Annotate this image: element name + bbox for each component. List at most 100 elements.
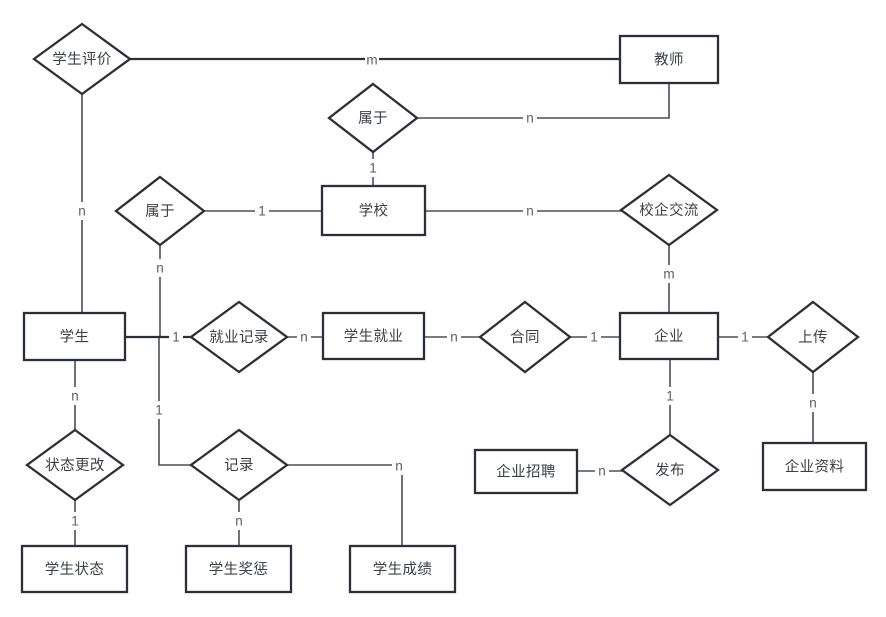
relationship-belong-teacher[interactable]: 属于 [327,82,419,154]
entity-box-student-score [348,544,457,594]
entity-school[interactable]: 学校 [320,184,427,237]
cardinality-bg-c-belongs-school [255,202,269,220]
cardinality-c-recruit-publish: n [595,462,609,480]
cardinality-bg-c-ent-upload [738,328,752,346]
cardinality-c-belongs-student: n [153,259,167,277]
edge-record-to-student-score [286,464,403,547]
cardinality-bg-c-comm-ent [662,265,676,283]
cardinality-bg-c-student-status [68,387,82,405]
entity-box-student-reward [184,544,293,594]
relationship-label-belong-teacher: 属于 [358,111,388,127]
entity-box-student-status [20,544,129,594]
relationship-school-ent-comm[interactable]: 校企交流 [619,173,719,247]
entity-label-student-reward: 学生奖惩 [209,561,269,578]
entity-box-school [320,184,427,237]
edge-belong-teacher-to-teacher [416,82,670,119]
relationship-label-status-change: 状态更改 [45,457,105,474]
entity-box-student-employ [321,311,426,361]
cardinality-c-student-emprec: 1 [169,328,183,346]
entity-student-reward[interactable]: 学生奖惩 [184,544,293,594]
cardinality-c-record-reward: n [232,512,246,530]
entity-enterprise-recruit[interactable]: 企业招聘 [473,448,579,495]
relationship-employ-record[interactable]: 就业记录 [189,300,289,374]
cardinality-c-comm-ent: m [662,265,676,283]
cardinality-c-status-sstatus: 1 [68,512,82,530]
cardinality-bg-c-semploy-contract [447,328,461,346]
cardinality-c-ent-publish: 1 [663,387,677,405]
cardinality-bg-c-student-emprec [169,328,183,346]
relationship-student-eval[interactable]: 学生评价 [32,22,132,96]
cardinality-c-belongt-teacher: n [523,109,537,127]
cardinality-c-student-status: n [68,387,82,405]
entity-enterprise[interactable]: 企业 [618,311,720,361]
entity-label-enterprise: 企业 [654,327,684,345]
entity-box-enterprise-data [761,441,868,492]
cardinality-c-record-score: n [392,457,406,475]
cardinality-bg-c-belongt-school [366,159,380,177]
cardinality-bg-c-emprec-semploy [297,328,311,346]
cardinality-label-c-semploy-contract: n [450,330,458,345]
cardinality-bg-c-belongt-teacher [523,109,537,127]
relationship-record[interactable]: 记录 [189,428,289,502]
relationship-label-record: 记录 [224,457,254,474]
cardinality-bg-c-upload-entdata [806,394,820,412]
relationship-label-student-eval: 学生评价 [52,51,112,68]
relationship-contract[interactable]: 合同 [478,300,572,374]
cardinality-c-eval-student: n [75,202,89,220]
cardinality-label-c-contract-ent: 1 [590,330,598,345]
cardinality-label-c-belongs-student: n [156,261,164,276]
entity-box-student [22,311,127,362]
cardinality-label-c-emprec-semploy: n [300,330,308,345]
relationship-label-contract: 合同 [510,329,540,346]
relationship-diamond-record [189,428,289,502]
cardinality-label-c-record-reward: n [235,514,243,529]
cardinality-bg-c-eval-teacher [365,51,379,69]
cardinality-bg-c-belongs-student [153,259,167,277]
relationship-upload[interactable]: 上传 [766,300,860,374]
entity-student-employ[interactable]: 学生就业 [321,311,426,361]
cardinality-bg-c-school-comm [523,202,537,220]
entity-student-status[interactable]: 学生状态 [20,544,129,594]
relationship-label-upload: 上传 [798,329,828,346]
relationship-diamond-school-ent-comm [619,173,719,247]
relationship-label-publish: 发布 [655,462,685,479]
relationship-status-change[interactable]: 状态更改 [25,428,125,502]
entity-label-enterprise-recruit: 企业招聘 [496,462,556,480]
relationship-diamond-publish [620,433,720,507]
relationship-diamond-student-eval [32,22,132,96]
cardinality-label-c-comm-ent: m [663,267,674,282]
cardinality-label-c-recruit-publish: n [598,464,606,479]
cardinality-label-c-student-status: n [71,389,79,404]
relationship-diamond-employ-record [189,300,289,374]
cardinality-c-student-record: 1 [152,401,166,419]
relationship-publish[interactable]: 发布 [620,433,720,507]
cardinality-c-belongs-school: 1 [255,202,269,220]
cardinality-c-semploy-contract: n [447,328,461,346]
cardinality-bg-c-status-sstatus [68,512,82,530]
entity-student[interactable]: 学生 [22,311,127,362]
edge-belong-school-to-record [158,336,192,466]
entity-label-student-employ: 学生就业 [344,328,404,345]
entity-label-enterprise-data: 企业资料 [785,457,845,475]
entity-label-student: 学生 [60,328,90,345]
cardinality-c-ent-upload: 1 [738,328,752,346]
cardinality-label-c-ent-upload: 1 [741,330,749,345]
entity-enterprise-data[interactable]: 企业资料 [761,441,868,492]
cardinality-label-c-eval-teacher: m [366,53,377,68]
cardinality-label-c-belongt-teacher: n [526,111,534,126]
relationships-layer: 学生评价属于属于校企交流就业记录合同上传状态更改记录发布 [25,22,860,507]
cardinality-label-c-belongt-school: 1 [369,161,377,176]
relationship-diamond-status-change [25,428,125,502]
relationship-diamond-belong-school [114,175,206,247]
entity-teacher[interactable]: 教师 [618,34,720,85]
cardinality-bg-c-record-reward [232,512,246,530]
relationship-label-school-ent-comm: 校企交流 [639,201,699,219]
cardinality-label-c-ent-publish: 1 [666,389,674,404]
relationship-belong-school[interactable]: 属于 [114,175,206,247]
entity-student-score[interactable]: 学生成绩 [348,544,457,594]
cardinality-c-upload-entdata: n [806,394,820,412]
cardinality-label-c-school-comm: n [526,204,534,219]
cardinality-label-c-status-sstatus: 1 [71,514,79,529]
relationship-diamond-contract [478,300,572,374]
cardinality-label-c-upload-entdata: n [809,396,817,411]
